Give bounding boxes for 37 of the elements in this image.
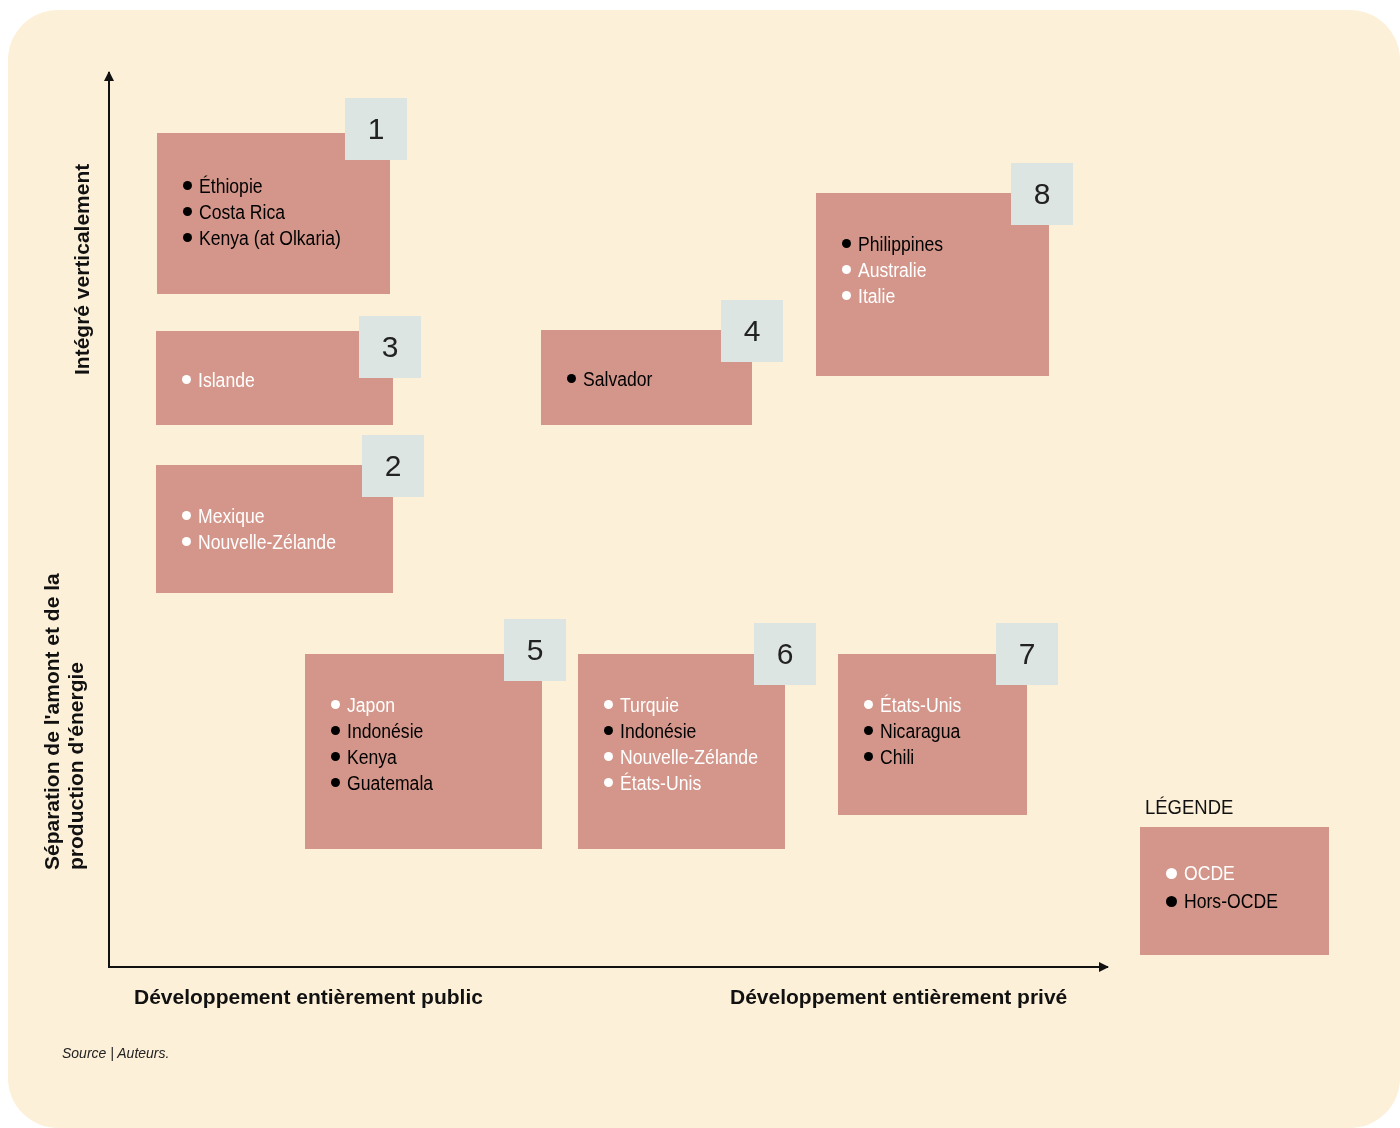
country-name: Australie bbox=[858, 258, 927, 283]
country-name: Indonésie bbox=[347, 719, 424, 744]
legend-text: Hors-OCDE bbox=[1184, 889, 1278, 914]
country-name: Kenya bbox=[347, 745, 397, 770]
country-name: Italie bbox=[858, 284, 896, 309]
country-name: États-Unis bbox=[620, 771, 702, 796]
country-name: Nouvelle-Zélande bbox=[620, 745, 758, 770]
axis-label: Développement entièrement public bbox=[134, 985, 483, 1009]
country-name: Mexique bbox=[198, 504, 265, 529]
country-name: Indonésie bbox=[620, 719, 697, 744]
country-name: Kenya (at Olkaria) bbox=[199, 226, 341, 251]
legend-text: OCDE bbox=[1184, 861, 1235, 886]
legend-title: LÉGENDE bbox=[1145, 795, 1234, 819]
country-name: Salvador bbox=[583, 367, 653, 392]
axis-label: Intégré verticalement bbox=[70, 162, 94, 375]
number-badge: 8 bbox=[1011, 163, 1073, 225]
number-badge: 7 bbox=[996, 623, 1058, 685]
number-badge: 4 bbox=[721, 300, 783, 362]
country-name: Éthiopie bbox=[199, 174, 263, 199]
number-badge: 6 bbox=[754, 623, 816, 685]
country-name: Nicaragua bbox=[880, 719, 961, 744]
country-name: Turquie bbox=[620, 693, 680, 718]
country-name: Philippines bbox=[858, 232, 944, 257]
country-name: Japon bbox=[347, 693, 395, 718]
number-badge: 3 bbox=[359, 316, 421, 378]
country-name: Costa Rica bbox=[199, 200, 286, 225]
country-name: États-Unis bbox=[880, 693, 962, 718]
number-badge: 1 bbox=[345, 98, 407, 160]
country-name: Guatemala bbox=[347, 771, 434, 796]
country-name: Nouvelle-Zélande bbox=[198, 530, 336, 555]
number-badge: 2 bbox=[362, 435, 424, 497]
axis-label: Développement entièrement privé bbox=[730, 985, 1068, 1009]
country-name: Islande bbox=[198, 368, 255, 393]
axis-label: Séparation de l'amont et de la production d'énergie bbox=[40, 572, 88, 870]
country-name: Chili bbox=[880, 745, 915, 770]
number-badge: 5 bbox=[504, 619, 566, 681]
source-note: Source | Auteurs. bbox=[62, 1045, 170, 1061]
